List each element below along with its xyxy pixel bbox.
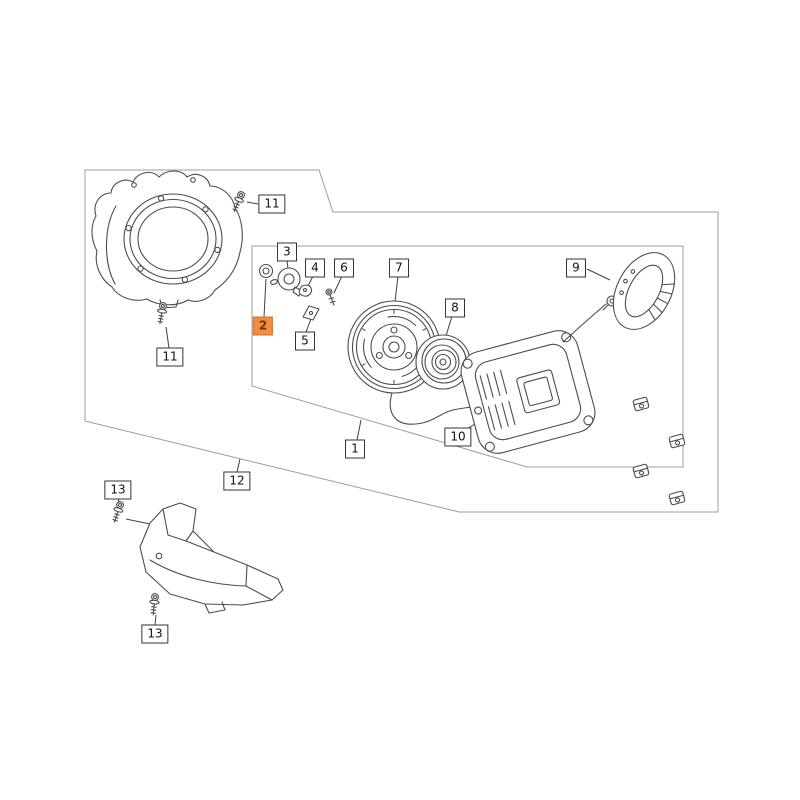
bolt-13-top-drawing: [109, 499, 126, 525]
part-label-3[interactable]: 3: [277, 242, 297, 262]
part-4-drawing: [298, 284, 313, 297]
part-label-9[interactable]: 9: [566, 258, 586, 278]
engine-cover-drawing: [139, 502, 284, 614]
part-label-13-top[interactable]: 13: [104, 480, 132, 500]
part-label-13-bottom[interactable]: 13: [141, 624, 169, 644]
part-label-1[interactable]: 1: [345, 439, 365, 459]
part-label-5[interactable]: 5: [295, 331, 315, 351]
retainer-clip-icon: [632, 463, 650, 479]
part-label-2-selected[interactable]: 2: [252, 316, 274, 336]
diagram-boundary-lines: [84, 169, 719, 513]
part-2-drawing: [258, 263, 278, 285]
part-label-7[interactable]: 7: [389, 258, 409, 278]
retainer-clip-icon: [668, 490, 686, 506]
bolt-11-bottom-drawing: [154, 301, 169, 326]
part-label-8[interactable]: 8: [445, 298, 465, 318]
recoil-spring-drawing: [415, 334, 474, 390]
part-3-drawing: [277, 267, 303, 297]
starter-rope-drawing: [389, 392, 472, 425]
starter-housing-drawing: [460, 330, 596, 454]
handle-rope-drawing: [562, 303, 607, 343]
part-label-11-bottom[interactable]: 11: [156, 347, 184, 367]
part-5-drawing: [302, 305, 320, 321]
part-label-12[interactable]: 12: [223, 471, 251, 491]
part-label-10[interactable]: 10: [444, 427, 472, 447]
starter-handle-drawing: [612, 252, 676, 330]
part-label-6[interactable]: 6: [334, 258, 354, 278]
fan-housing-drawing: [91, 170, 243, 309]
part-label-4[interactable]: 4: [305, 258, 325, 278]
part-6-drawing: [325, 288, 336, 306]
retainer-clip-icon: [632, 396, 650, 412]
bolt-13-bottom-drawing: [147, 592, 161, 616]
part-label-11-top[interactable]: 11: [258, 194, 286, 214]
